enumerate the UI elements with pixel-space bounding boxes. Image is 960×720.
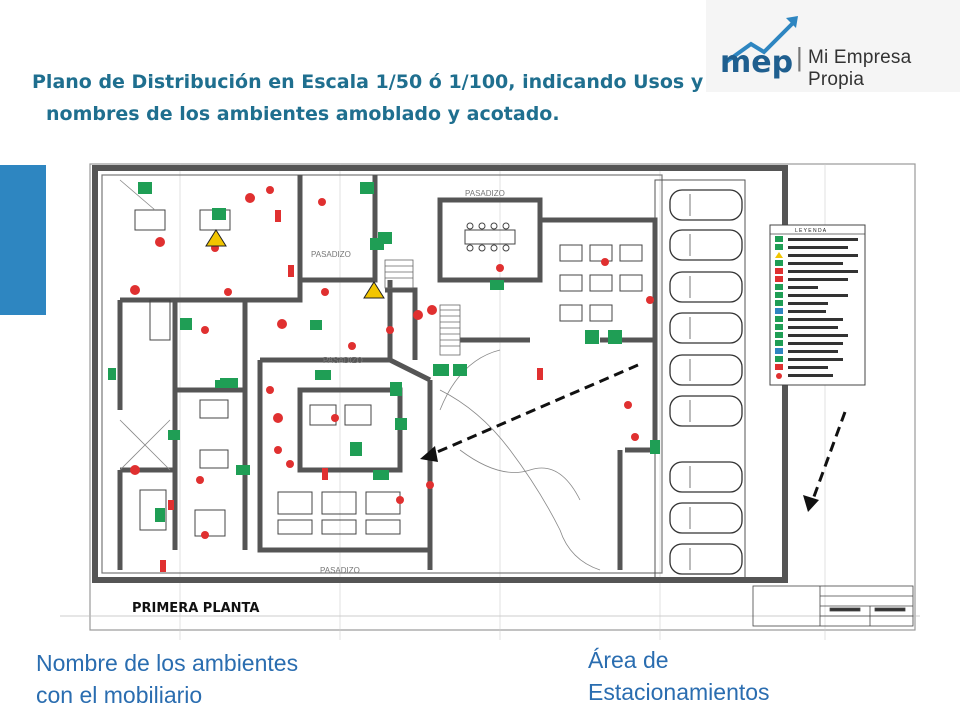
slide-title: Plano de Distribución en Escala 1/50 ó 1… — [32, 66, 822, 130]
floor-title: PRIMERA PLANTA — [132, 601, 259, 616]
caption-parking: Área de Estacionamientos — [588, 644, 848, 708]
fire-equipment-signs — [130, 186, 654, 572]
caption-rooms-line-2: con el mobiliario — [36, 682, 203, 708]
meeting-table — [464, 222, 516, 252]
corridor-label: PASADIZO — [311, 250, 351, 259]
caption-rooms-line-1: Nombre de los ambientes — [36, 650, 299, 676]
evacuation-signs — [108, 182, 660, 522]
corridor-label: PASADIZO — [320, 566, 360, 575]
work-desks — [134, 209, 643, 537]
brand-logo: mep | Mi Empresa Propia — [706, 0, 960, 92]
growth-arrow-icon: mep | — [720, 16, 803, 80]
caption-parking-line-1: Área de — [588, 647, 669, 673]
caption-rooms: Nombre de los ambientes con el mobiliari… — [36, 647, 396, 711]
hazard-warning-icons — [205, 229, 385, 299]
accent-tab — [0, 165, 46, 315]
parking-area — [654, 179, 746, 581]
stairs — [384, 259, 461, 356]
garden-area — [119, 179, 601, 571]
title-block — [752, 585, 914, 627]
legend-title: L E Y E N D A — [795, 228, 827, 234]
floor-plan-drawing: PASADIZO PASADIZO PASADIZO PASADIZO L E … — [60, 163, 920, 640]
legend-panel: L E Y E N D A — [769, 224, 866, 386]
logo-separator: | — [796, 42, 803, 72]
dashed-arrows — [420, 363, 847, 512]
interior-walls — [117, 175, 658, 570]
corridor-label: PASADIZO — [323, 356, 363, 365]
floor-plan: PASADIZO PASADIZO PASADIZO PASADIZO L E … — [60, 150, 920, 640]
caption-parking-line-2: Estacionamientos — [588, 679, 770, 705]
title-line-1: Plano de Distribución en Escala 1/50 ó 1… — [32, 71, 704, 93]
logo-brand-name: Mi Empresa Propia — [808, 47, 912, 90]
logo-mark: mep — [720, 45, 793, 80]
title-line-2: nombres de los ambientes amoblado y acot… — [46, 103, 560, 125]
corridor-label: PASADIZO — [465, 189, 505, 198]
